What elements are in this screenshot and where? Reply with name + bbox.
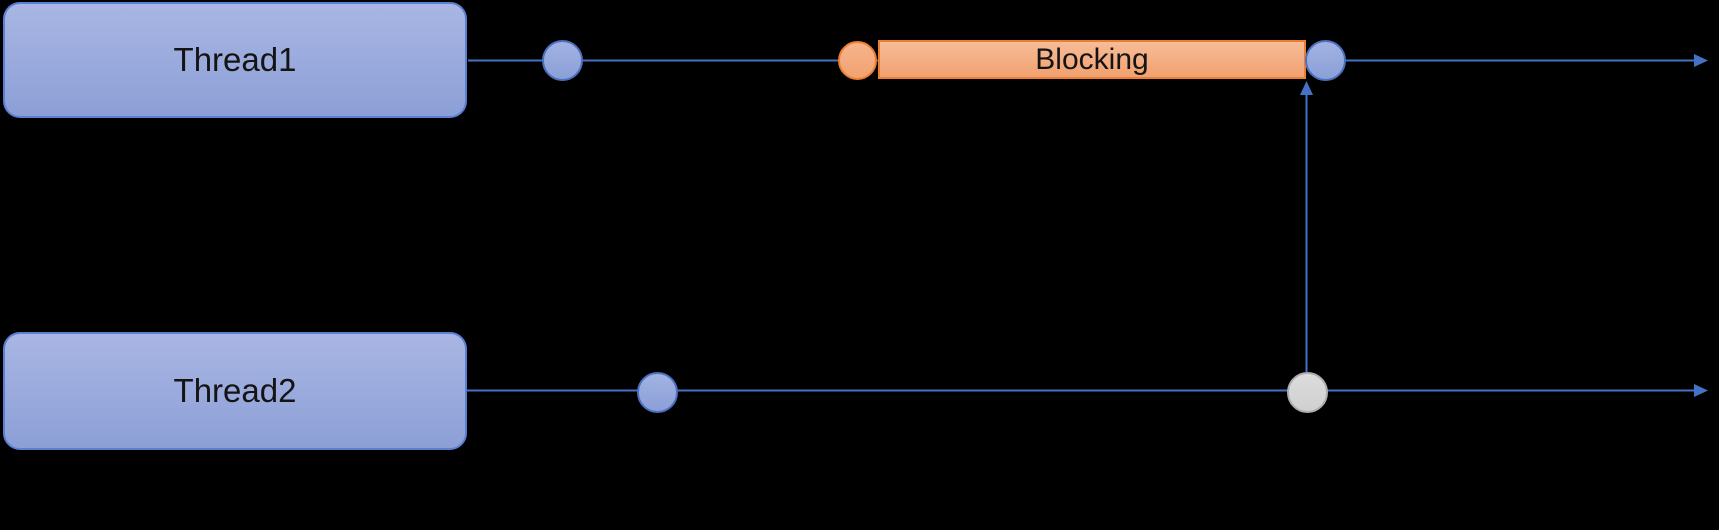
blocking-start-marker-orange: [838, 41, 877, 80]
thread1-box: Thread1: [3, 2, 467, 118]
blocking-end-marker-blue: [1305, 40, 1346, 81]
thread1-timeline-arrowhead-icon: [1694, 54, 1708, 67]
thread2-box: Thread2: [3, 332, 467, 450]
thread2-event-marker-blue: [637, 372, 678, 413]
thread1-label: Thread1: [173, 41, 297, 78]
thread2-label: Thread2: [173, 372, 297, 409]
thread1-event-marker-blue: [542, 40, 583, 81]
unblock-signal-arrowhead-icon: [1300, 81, 1313, 95]
blocking-label: Blocking: [1035, 42, 1149, 76]
thread2-timeline-arrowhead-icon: [1694, 384, 1708, 397]
blocking-bar: Blocking: [878, 40, 1306, 79]
thread2-signal-marker-gray: [1287, 372, 1328, 413]
